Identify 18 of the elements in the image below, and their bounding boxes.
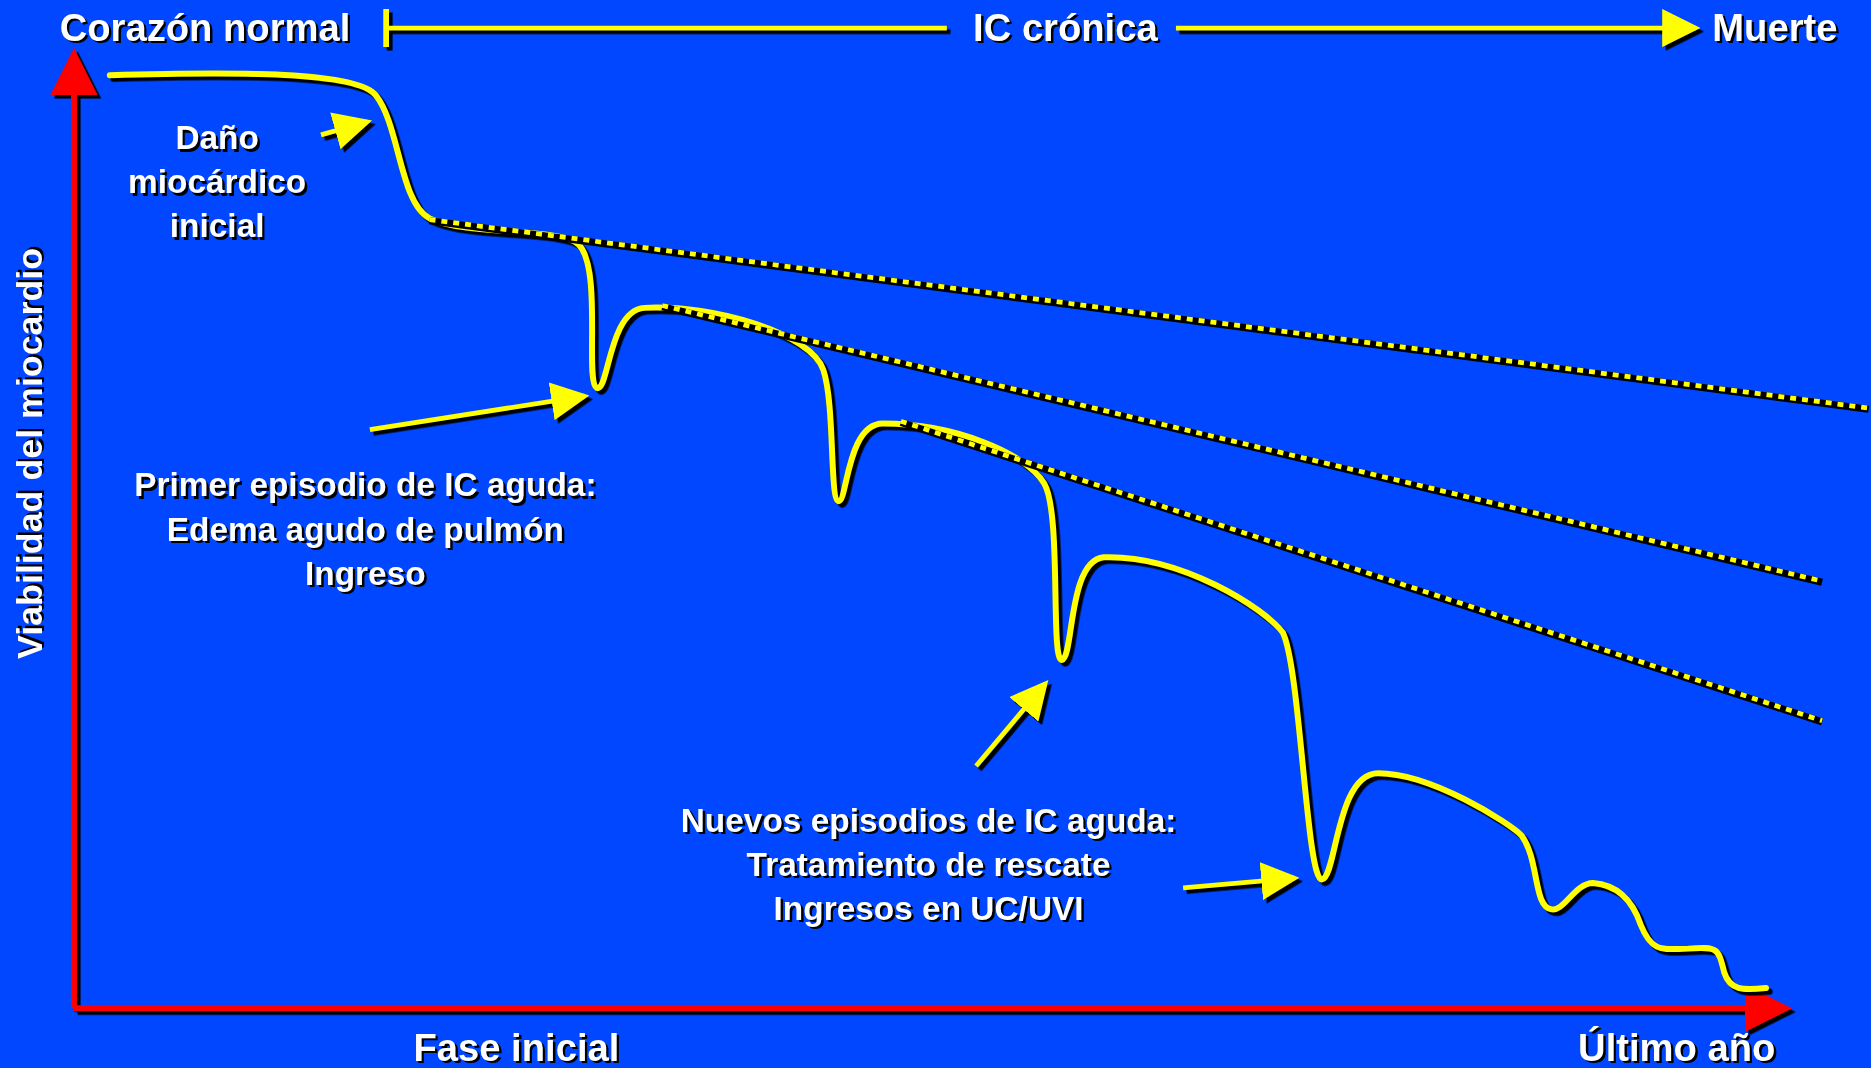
leader-arrow — [320, 112, 373, 150]
annotation-text: Nuevos episodios de IC aguda: — [680, 800, 1177, 841]
leader-arrow — [369, 382, 590, 432]
leader-arrow — [1182, 862, 1300, 901]
timeline-arrow — [1175, 8, 1701, 48]
axis-label: Fase inicial — [413, 1025, 620, 1068]
annotation-text: Ingreso — [304, 554, 427, 595]
axis-title: Viabilidad del miocardio — [8, 247, 50, 659]
annotation-text: Primer episodio de IC aguda: — [134, 465, 597, 506]
annotation-text: Ingresos en UC/UVI — [772, 889, 1085, 930]
stage-label: IC crónica — [973, 4, 1158, 51]
annotation-text: Daño miocárdico inicial — [127, 118, 308, 248]
axis-label: Último año — [1578, 1025, 1776, 1068]
leader-arrow — [974, 680, 1049, 768]
annotation-text: Tratamiento de rescate — [745, 845, 1112, 886]
stage-label: Muerte — [1712, 4, 1838, 51]
annotation-text: Edema agudo de pulmón — [165, 510, 565, 550]
stage-label: Corazón normal — [59, 4, 351, 51]
